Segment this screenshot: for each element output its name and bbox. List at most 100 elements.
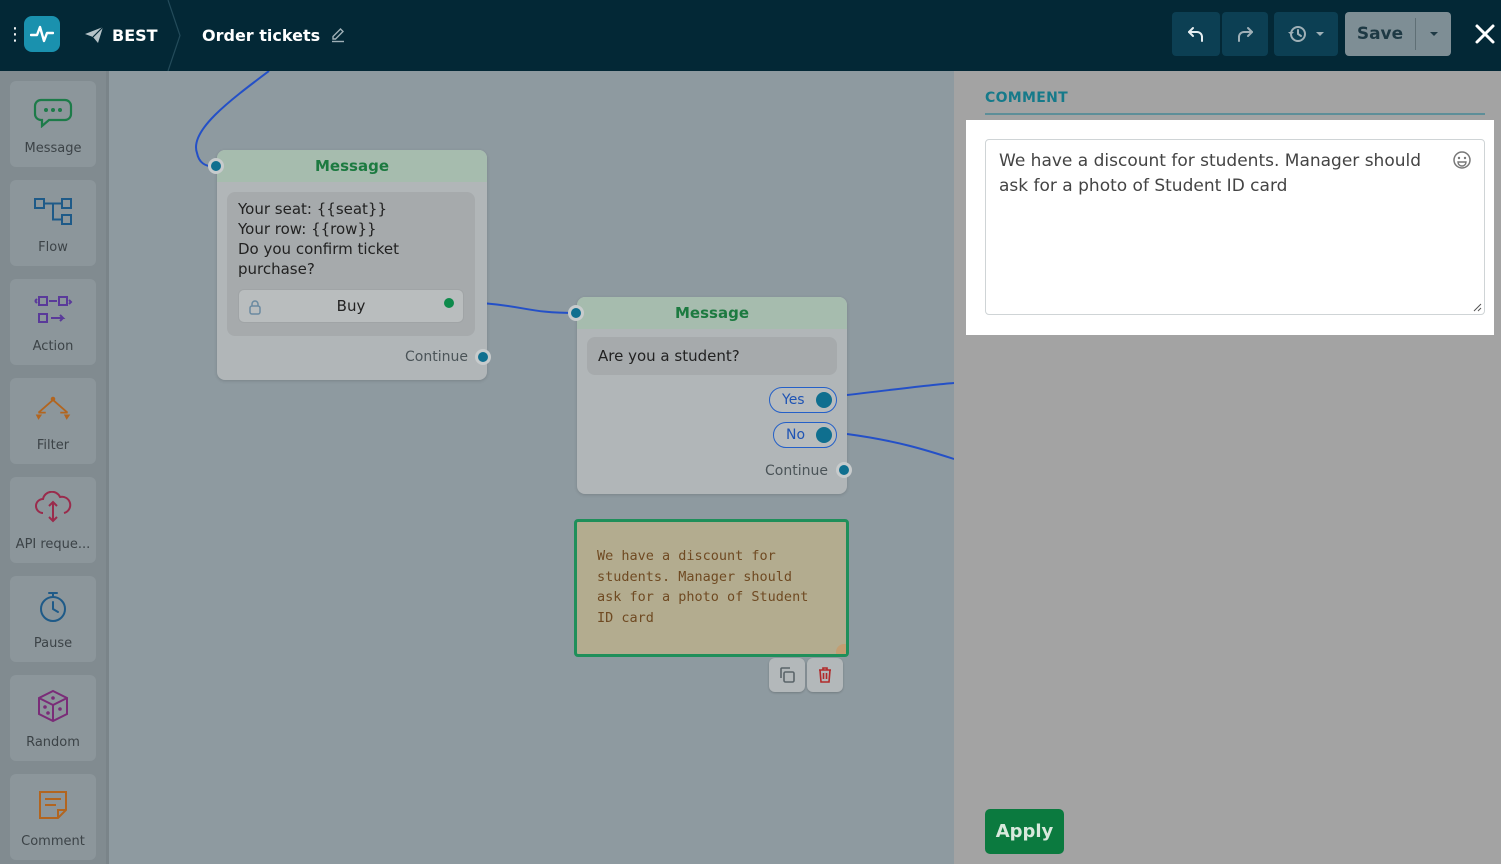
dice-icon — [38, 689, 68, 723]
answer-no-pill[interactable]: No — [773, 422, 837, 448]
history-button[interactable] — [1274, 12, 1338, 56]
chevron-down-icon — [1316, 32, 1324, 36]
resize-handle-icon[interactable] — [1472, 302, 1482, 312]
comment-note-text: We have a discount for students. Manager… — [597, 546, 837, 628]
sidebar-item-label: Filter — [36, 438, 70, 453]
app-logo-icon[interactable] — [24, 16, 60, 52]
top-bar: ⋮ BEST Order tickets Save — [0, 0, 1501, 71]
history-icon — [1288, 26, 1306, 42]
sidebar-item-message[interactable]: Message — [10, 81, 96, 167]
answer-label: Yes — [782, 392, 805, 408]
chevron-down-icon — [1429, 32, 1438, 36]
bot-name: BEST — [112, 25, 158, 45]
message-node[interactable]: Message Are you a student? Yes No Contin… — [577, 297, 847, 494]
continue-output-port[interactable] — [475, 349, 491, 365]
answer-label: No — [786, 427, 806, 443]
undo-icon — [1188, 27, 1203, 42]
flow-icon — [34, 198, 72, 225]
sidebar-item-label: API reque... — [15, 537, 91, 552]
duplicate-button[interactable] — [769, 658, 805, 692]
connection-line — [481, 302, 578, 314]
trash-icon — [819, 667, 831, 683]
undo-button[interactable] — [1172, 12, 1220, 56]
continue-label: Continue — [765, 463, 828, 479]
send-icon — [85, 26, 104, 43]
sidebar-item-api-request[interactable]: API reque... — [10, 477, 96, 563]
apply-button[interactable]: Apply — [985, 809, 1064, 854]
sidebar-item-label: Random — [26, 735, 80, 750]
lock-icon — [249, 300, 261, 315]
emoji-icon[interactable] — [1452, 150, 1472, 170]
node-title: Message — [217, 150, 487, 182]
close-icon — [1475, 24, 1495, 44]
message-line: purchase? — [238, 260, 315, 278]
filter-icon — [35, 396, 71, 420]
comment-panel: COMMENT We have a discount for students.… — [954, 71, 1501, 864]
message-node[interactable]: Message Your seat: {{seat}} Your row: {{… — [217, 150, 487, 380]
message-icon — [33, 98, 73, 128]
node-input-port[interactable] — [208, 158, 224, 174]
save-label: Save — [1356, 24, 1404, 44]
api-request-icon — [35, 491, 72, 523]
panel-divider — [985, 113, 1485, 115]
sidebar-item-label: Comment — [21, 834, 85, 849]
note-fold — [836, 644, 846, 654]
node-title: Message — [577, 297, 847, 329]
pencil-icon[interactable] — [330, 27, 346, 43]
sidebar-item-flow[interactable]: Flow — [10, 180, 96, 266]
blocks-sidebar: Message Flow Action Filter API reque... … — [0, 71, 109, 864]
sidebar-item-filter[interactable]: Filter — [10, 378, 96, 464]
comment-line: students. Manager should — [597, 568, 793, 585]
breadcrumb-separator-icon — [167, 0, 181, 71]
comment-text: We have a discount for students. Manager… — [999, 151, 1422, 196]
answer-yes-pill[interactable]: Yes — [769, 387, 837, 413]
continue-label: Continue — [405, 349, 468, 365]
connection-line — [846, 433, 954, 460]
sidebar-item-random[interactable]: Random — [10, 675, 96, 761]
bot-breadcrumb[interactable]: BEST — [84, 22, 158, 48]
comment-icon — [39, 791, 67, 819]
save-button[interactable]: Save — [1345, 12, 1451, 56]
connection-line — [194, 71, 270, 168]
comment-textarea[interactable]: We have a discount for students. Manager… — [985, 139, 1485, 315]
buy-button[interactable]: Buy — [238, 289, 464, 323]
sidebar-item-pause[interactable]: Pause — [10, 576, 96, 662]
answer-output-port[interactable] — [816, 392, 832, 408]
comment-editor: We have a discount for students. Manager… — [966, 120, 1494, 335]
comment-line: ask for a photo of Student — [597, 589, 809, 605]
message-line: Do you confirm ticket — [238, 240, 400, 258]
redo-button[interactable] — [1222, 12, 1268, 56]
redo-icon — [1238, 27, 1253, 42]
connection-line — [846, 382, 954, 396]
sidebar-item-comment[interactable]: Comment — [10, 774, 96, 860]
sidebar-item-label: Action — [32, 339, 74, 354]
continue-output-port[interactable] — [836, 462, 852, 478]
comment-line: ID card — [597, 609, 654, 626]
node-input-port[interactable] — [568, 305, 584, 321]
message-line: Your row: {{row}} — [238, 220, 377, 238]
connection-lines — [194, 71, 954, 460]
button-label: Buy — [336, 297, 366, 315]
save-options-button[interactable] — [1416, 12, 1451, 56]
sidebar-item-label: Flow — [38, 240, 68, 255]
flow-name[interactable]: Order tickets — [202, 22, 346, 48]
panel-title: COMMENT — [985, 90, 1068, 106]
save-divider — [1415, 18, 1416, 50]
copy-icon — [780, 667, 795, 683]
delete-button[interactable] — [807, 658, 843, 692]
sidebar-item-label: Message — [24, 141, 82, 156]
stopwatch-icon — [40, 592, 66, 622]
menu-dots-icon[interactable]: ⋮ — [6, 24, 24, 45]
sidebar-item-action[interactable]: Action — [10, 279, 96, 365]
buy-output-port[interactable] — [441, 295, 457, 311]
flow-canvas[interactable]: Message Your seat: {{seat}} Your row: {{… — [109, 71, 954, 864]
message-line: Your seat: {{seat}} — [238, 200, 388, 218]
comment-note[interactable]: We have a discount for students. Manager… — [574, 519, 849, 657]
action-icon — [34, 296, 73, 323]
answer-output-port[interactable] — [816, 427, 832, 443]
flow-title: Order tickets — [202, 25, 321, 45]
close-button[interactable] — [1470, 18, 1500, 50]
comment-line: We have a discount for — [597, 548, 776, 564]
message-bubble[interactable]: Are you a student? — [587, 337, 837, 375]
sidebar-item-label: Pause — [33, 636, 73, 651]
